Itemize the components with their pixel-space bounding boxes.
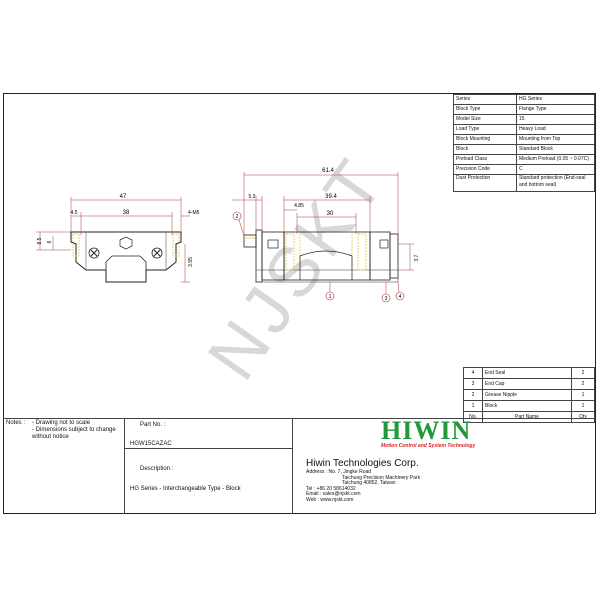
front-hex [119,236,133,250]
description-value: HG Series - Interchangeable Type - Block [130,486,241,492]
email: Email : sales@njskt.com [306,491,361,498]
side-grease-nipple [243,234,257,248]
callout-3: 3 [381,293,391,303]
side-end-cap-right [369,231,391,281]
address-line: Taichung Precision Machinery Park [342,474,421,481]
front-hidden-left [72,233,80,257]
logo-tagline: Motion Control and System Technology [381,443,476,449]
notes-label: Notes : [6,420,26,426]
front-screw-left [88,247,100,259]
front-rail [105,255,147,283]
side-dim-seal-height: 3.7 [414,254,420,261]
address-label: Address : [306,469,328,475]
company-name: Hiwin Technologies Corp. [306,458,419,469]
front-dim-thread: 4-M5 [188,210,200,216]
front-dim-height: 8.5 [37,237,43,244]
side-dim-hole-pitch: 30 [327,211,334,217]
side-end-seal-right [389,233,399,279]
address-line: No. 7, Jingke Road [328,469,372,475]
front-hidden-right [172,233,180,257]
web: Web : www.njskt.com [306,496,354,503]
front-screw-right [151,247,163,259]
callout-4-label: 4 [399,294,402,300]
side-dim-body-length: 39.4 [325,194,337,200]
callout-3-label: 3 [385,296,388,302]
tel: Tel : +86 20 58614032 [306,485,356,492]
front-view: 47 38 4.5 4-M5 8.5 6 3.95 [36,194,200,283]
note-item: - Dimensions subject to change without n… [32,427,116,440]
side-dim-offset: 4.85 [294,203,304,209]
front-dim-overall-width: 47 [120,194,127,200]
side-dim-nipple: 5.3 [249,194,256,200]
callout-2: 2 [232,211,242,221]
front-dim-bolt-pitch: 38 [123,210,130,216]
drawing-sheet [3,93,596,514]
description-label: Description : [140,466,174,472]
side-rail [255,269,399,283]
callout-1: 1 [325,291,335,301]
front-dim-edge: 4.5 [71,210,78,216]
front-dim-side: 3.95 [188,257,194,267]
part-no-label: Part No. : [140,422,166,428]
side-view: 61.4 5.3 39.4 30 4.85 3.7 1 2 3 4 [232,168,420,303]
notes: Notes : - Drawing not to scale - Dimensi… [6,420,124,441]
front-dim-flange: 6 [47,240,53,243]
callout-4: 4 [395,291,405,301]
company-address: Address : No. 7, Jingke Road Taichung Pr… [306,469,421,504]
note-item: - Drawing not to scale [32,420,91,426]
callout-1-label: 1 [329,294,332,300]
part-no-value: HGW15CAZAC [130,441,172,447]
logo-text: HIWIN [381,416,472,445]
address-line: Taichung 40852, Taiwan [342,480,396,487]
hiwin-logo: HIWIN Motion Control and System Technolo… [381,416,476,450]
callout-2-label: 2 [236,214,239,220]
side-dim-overall-length: 61.4 [322,168,334,174]
front-block-outline [70,231,182,283]
